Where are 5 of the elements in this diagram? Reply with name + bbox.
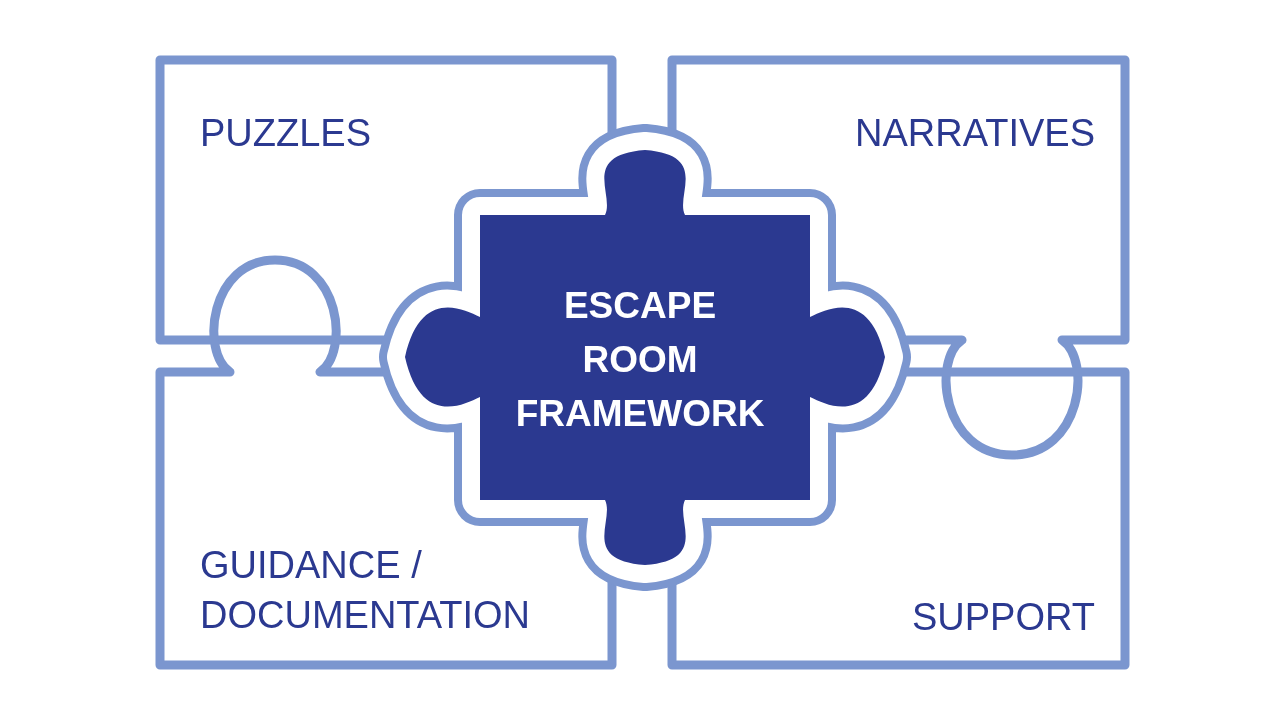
piece-label: SUPPORT: [912, 595, 1095, 640]
piece-label: ESCAPE ROOM FRAMEWORK: [515, 284, 765, 436]
piece-label: PUZZLES: [200, 111, 372, 156]
piece-label: NARRATIVES: [855, 111, 1095, 156]
piece-label: GUIDANCE / DOCUMENTATION: [200, 543, 531, 638]
